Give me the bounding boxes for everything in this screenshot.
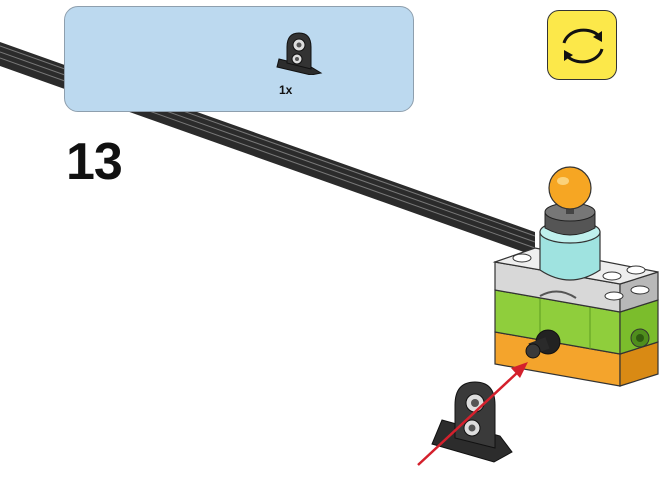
rotate-button[interactable] xyxy=(547,10,617,80)
rotate-arrows-icon xyxy=(548,11,618,81)
loose-connector-part xyxy=(432,382,512,462)
tilt-ball xyxy=(549,167,591,209)
parts-list-panel: 1x xyxy=(64,6,414,112)
tilt-sensor xyxy=(495,167,658,386)
step-number: 13 xyxy=(66,136,122,188)
black-pin-connector-icon xyxy=(275,29,327,75)
part-quantity: 1x xyxy=(279,83,292,97)
